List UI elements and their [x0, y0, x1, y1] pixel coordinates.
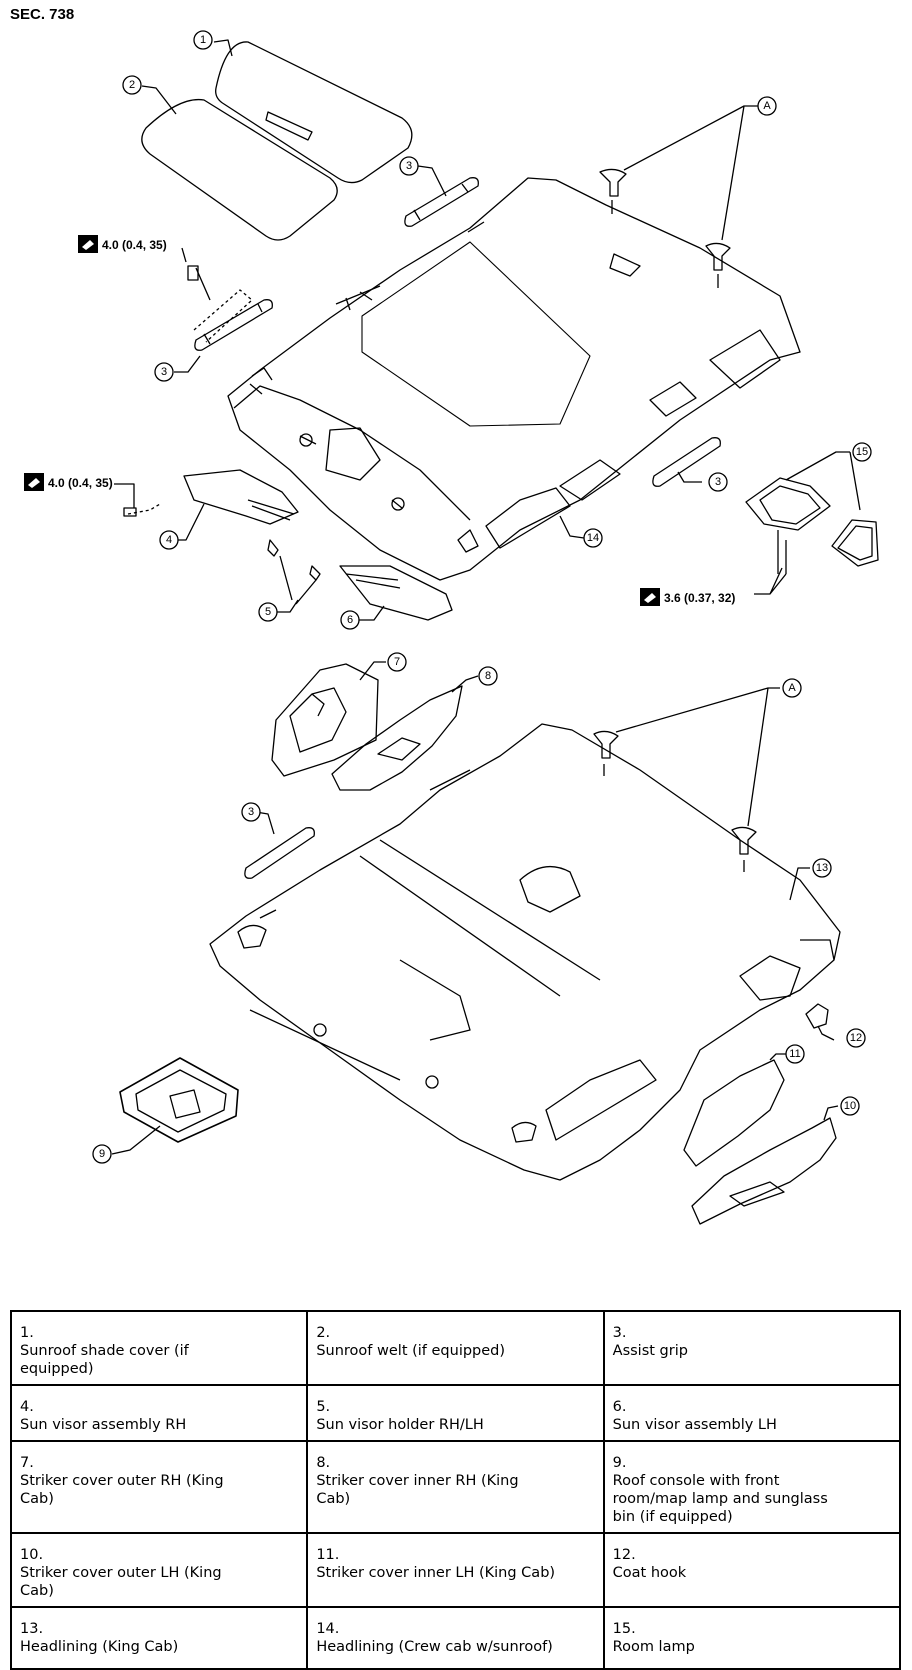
legend-text: Assist grip [612, 1343, 688, 1359]
callout-12: 12 [850, 1032, 862, 1044]
torque-spec-2: 4.0 (0.4, 35) [48, 476, 113, 490]
callout-a-top: A [763, 100, 771, 112]
striker-cover-inner-rh [331, 685, 463, 791]
legend-row: 4. Sun visor assembly RH 5. Sun visor hold… [9, 1384, 902, 1442]
clip-a-bottom-2 [731, 826, 757, 855]
torque-spec-1: 4.0 (0.4, 35) [102, 238, 167, 252]
legend-text: Sun visor assembly RH [20, 1417, 187, 1433]
legend-number: 12. [612, 1547, 636, 1563]
legend-text: Coat hook [612, 1565, 687, 1581]
callout-7: 7 [394, 656, 400, 668]
room-lamp [745, 477, 831, 531]
legend-number: 6. [612, 1399, 627, 1415]
legend-row: 1. Sunroof shade cover (if equipped) 2. Su… [9, 1310, 902, 1386]
legend-text: Striker cover inner RH (King Cab) [316, 1473, 519, 1507]
legend-cell: 2. Sunroof welt (if equipped) [306, 1310, 605, 1386]
section-title: SEC. 738 [10, 6, 75, 23]
legend-cell: 9. Roof console with front room/map lamp … [602, 1440, 902, 1534]
callout-5: 5 [265, 606, 271, 618]
sun-visor-lh [339, 565, 453, 621]
callout-15: 15 [856, 446, 868, 458]
callout-8: 8 [485, 670, 491, 682]
clip-a-top-1 [599, 168, 627, 197]
callout-14: 14 [587, 532, 599, 544]
callout-a-bottom: A [788, 682, 796, 694]
torque-spec-3: 3.6 (0.37, 32) [664, 591, 735, 605]
legend-text: Sunroof welt (if equipped) [316, 1343, 506, 1359]
clip-a-top-2 [705, 242, 731, 271]
legend-number: 7. [20, 1455, 34, 1471]
legend-cell: 11. Striker cover inner LH (King Cab) [306, 1532, 605, 1608]
striker-cover-inner-lh [683, 1059, 785, 1167]
legend-text: Sun visor holder RH/LH [316, 1417, 484, 1433]
legend-text: Striker cover outer RH (King Cab) [20, 1473, 224, 1507]
legend-row: 13. Headlining (King Cab) 14. Headlining (… [9, 1606, 902, 1670]
sun-visor-holder [267, 539, 321, 581]
sunroof-welt [141, 98, 338, 241]
legend-cell: 5. Sun visor holder RH/LH [306, 1384, 605, 1442]
legend-cell: 10. Striker cover outer LH (King Cab) [9, 1532, 309, 1608]
clip-a-bottom-1 [593, 730, 619, 759]
callout-6: 6 [347, 614, 353, 626]
legend-number: 9. [612, 1455, 627, 1471]
callout-3d: 3 [248, 806, 254, 818]
legend-number: 2. [316, 1325, 331, 1341]
legend-number: 11. [316, 1547, 340, 1563]
assist-grip-mid-right [652, 437, 721, 487]
legend-cell: 8. Striker cover inner RH (King Cab) [306, 1440, 605, 1534]
callout-10: 10 [844, 1100, 856, 1112]
legend-number: 4. [20, 1399, 34, 1415]
legend-number: 3. [612, 1325, 627, 1341]
callout-1: 1 [200, 34, 206, 46]
legend-text: Sunroof shade cover (if equipped) [20, 1343, 189, 1377]
callout-4: 4 [166, 534, 172, 546]
legend-number: 5. [316, 1399, 331, 1415]
legend-text: Sun visor assembly LH [612, 1417, 777, 1433]
legend-cell: 6. Sun visor assembly LH [602, 1384, 902, 1442]
roof-console [119, 1057, 239, 1143]
striker-cover-outer-rh [271, 663, 379, 777]
legend-number: 13. [20, 1621, 44, 1637]
legend-number: 8. [316, 1455, 331, 1471]
legend-text: Striker cover inner LH (King Cab) [316, 1565, 556, 1581]
callout-3c: 3 [715, 476, 721, 488]
legend-number: 1. [20, 1325, 34, 1341]
legend-cell: 13. Headlining (King Cab) [9, 1606, 309, 1670]
headlining-crew-cab [227, 177, 801, 581]
parts-legend-table: 1. Sunroof shade cover (if equipped) 2. Su… [9, 1310, 902, 1670]
sun-visor-rh [183, 469, 299, 525]
legend-text: Headlining (King Cab) [20, 1639, 179, 1655]
coat-hook [805, 1003, 829, 1029]
callout-11: 11 [789, 1048, 800, 1060]
legend-row: 7. Striker cover outer RH (King Cab) 8. St… [9, 1440, 902, 1534]
sunroof-shade-cover [215, 41, 413, 184]
legend-row: 10. Striker cover outer LH (King Cab) 11.… [9, 1532, 902, 1608]
headlining-king-cab [209, 723, 841, 1181]
legend-text: Striker cover outer LH (King Cab) [20, 1565, 222, 1599]
assist-grip-top-left [194, 299, 273, 351]
legend-cell: 1. Sunroof shade cover (if equipped) [9, 1310, 309, 1386]
room-lamp-lens [831, 519, 879, 567]
callout-3b: 3 [161, 366, 167, 378]
assist-grip-top-right [404, 177, 479, 227]
callout-3a: 3 [406, 160, 412, 172]
legend-text: Room lamp [612, 1639, 695, 1655]
legend-text: Roof console with front room/map lamp an… [612, 1473, 828, 1525]
striker-cover-outer-lh [691, 1117, 837, 1225]
callout-13: 13 [816, 862, 828, 874]
legend-cell: 4. Sun visor assembly RH [9, 1384, 309, 1442]
legend-text: Headlining (Crew cab w/sunroof) [316, 1639, 553, 1655]
legend-cell: 3. Assist grip [602, 1310, 902, 1386]
assist-grip-bottom [244, 827, 315, 879]
callout-9: 9 [99, 1148, 105, 1160]
callout-2: 2 [129, 79, 135, 91]
headlining-exploded-diagram: 1 2 3 3 3 4 5 6 14 15 A 7 8 A 3 13 12 11… [24, 30, 879, 1225]
legend-cell: 7. Striker cover outer RH (King Cab) [9, 1440, 309, 1534]
legend-cell: 12. Coat hook [602, 1532, 902, 1608]
legend-cell: 15. Room lamp [602, 1606, 902, 1670]
legend-cell: 14. Headlining (Crew cab w/sunroof) [306, 1606, 605, 1670]
legend-number: 15. [612, 1621, 636, 1637]
legend-number: 10. [20, 1547, 44, 1563]
legend-number: 14. [316, 1621, 340, 1637]
